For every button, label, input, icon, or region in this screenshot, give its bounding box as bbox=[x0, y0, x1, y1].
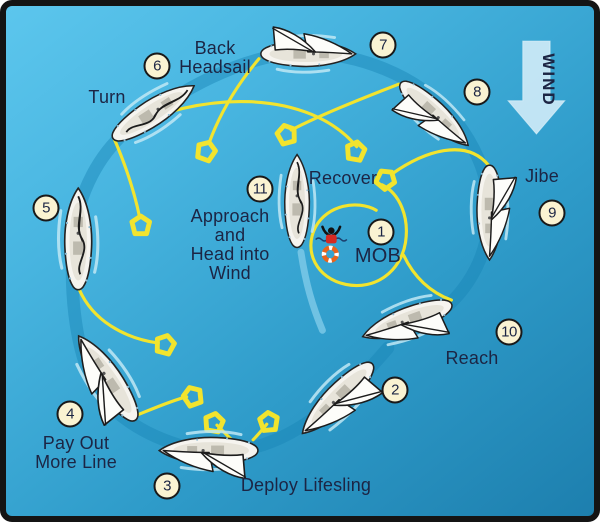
sails bbox=[488, 176, 518, 257]
label-approach-head-into-wind: Approach and Head into Wind bbox=[190, 206, 270, 283]
step-badge-6: 6 bbox=[143, 52, 171, 80]
wind-label: WIND bbox=[539, 53, 558, 107]
label-jibe: Jibe bbox=[525, 166, 559, 186]
lifesling-float bbox=[129, 213, 152, 237]
step-badge-11: 11 bbox=[246, 175, 274, 203]
boat-9 bbox=[469, 164, 518, 262]
lifesling-float bbox=[345, 139, 368, 163]
step-badge-7: 7 bbox=[369, 31, 397, 59]
label-pay-out-more-line: Pay Out More Line bbox=[35, 433, 117, 472]
label-mob: MOB bbox=[354, 245, 402, 267]
boat-7 bbox=[260, 26, 357, 74]
step-badge-2: 2 bbox=[381, 376, 409, 404]
boat-3 bbox=[157, 429, 259, 480]
boat-10 bbox=[361, 293, 453, 347]
sails bbox=[80, 338, 125, 426]
boat-5 bbox=[57, 186, 100, 291]
boat-11 bbox=[277, 153, 317, 249]
lifesling-line bbox=[111, 135, 142, 220]
boat-8 bbox=[391, 80, 470, 147]
label-recover: Recover bbox=[308, 168, 378, 188]
lifesling-float bbox=[373, 168, 398, 192]
step-badge-9: 9 bbox=[538, 199, 566, 227]
lifesling-line bbox=[207, 57, 261, 145]
lifesling-line bbox=[251, 422, 269, 442]
lifesling-line bbox=[77, 287, 160, 345]
label-deploy-lifesling: Deploy Lifesling bbox=[240, 475, 372, 495]
lifesling-line bbox=[309, 183, 408, 288]
step-badge-10: 10 bbox=[495, 318, 523, 346]
step-badge-1: 1 bbox=[367, 218, 395, 246]
label-reach: Reach bbox=[445, 348, 499, 368]
lifesling-float bbox=[195, 139, 218, 164]
sails bbox=[304, 376, 384, 432]
sails bbox=[365, 311, 450, 341]
boat-2 bbox=[301, 361, 384, 435]
label-turn: Turn bbox=[88, 87, 126, 107]
label-back-headsail: Back Headsail bbox=[179, 38, 251, 77]
step-badge-4: 4 bbox=[56, 400, 84, 428]
lifesling-line bbox=[402, 253, 454, 302]
step-badge-5: 5 bbox=[32, 194, 60, 222]
lifesling-float bbox=[154, 333, 177, 357]
lifesling-float bbox=[257, 410, 280, 433]
lifesling-line bbox=[289, 82, 401, 132]
sails bbox=[162, 449, 247, 480]
mob-figure bbox=[315, 225, 348, 263]
sails bbox=[391, 94, 467, 144]
approach-wake bbox=[297, 248, 326, 334]
step-badge-8: 8 bbox=[463, 78, 491, 106]
step-badge-3: 3 bbox=[153, 472, 181, 500]
lifesling-line bbox=[132, 395, 189, 418]
lifesling-float bbox=[180, 385, 204, 409]
boat-6 bbox=[111, 82, 196, 145]
lifesling-float bbox=[274, 123, 297, 147]
wind-arrow-icon bbox=[507, 40, 566, 135]
lifesling-float bbox=[203, 411, 226, 435]
sails bbox=[272, 26, 353, 55]
lifesling-line bbox=[390, 148, 491, 176]
boat-4 bbox=[75, 334, 141, 426]
diagram-scene bbox=[57, 26, 566, 480]
